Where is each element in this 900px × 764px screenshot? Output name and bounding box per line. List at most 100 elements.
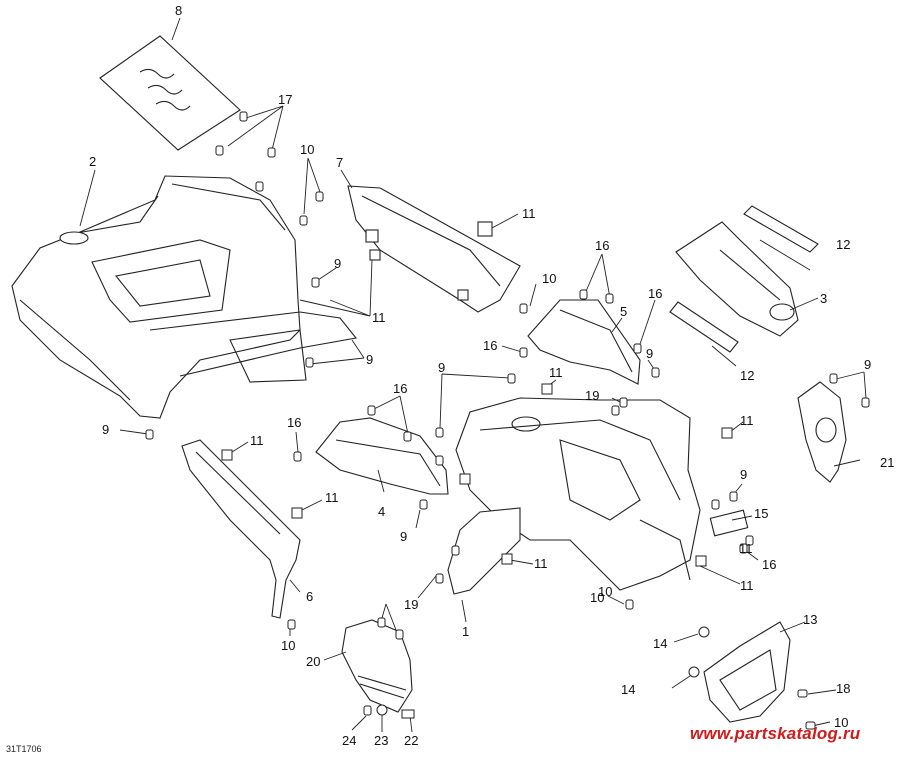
clip-icon xyxy=(459,473,471,485)
screw-icon xyxy=(797,689,808,698)
screw-icon xyxy=(255,181,264,192)
clip-icon xyxy=(541,383,553,395)
callout-label: 9 xyxy=(646,346,653,361)
screw-icon xyxy=(829,373,838,384)
fasteners xyxy=(145,111,870,730)
part-number-plate xyxy=(703,621,791,723)
callout-label: 17 xyxy=(278,92,292,107)
callout-label: 18 xyxy=(836,681,850,696)
screw-icon xyxy=(507,373,516,384)
screw-icon xyxy=(419,499,428,510)
nut-icon xyxy=(376,704,388,716)
callout-label: 10 xyxy=(542,271,556,286)
callout-label: 11 xyxy=(739,541,753,556)
callout-label: 11 xyxy=(372,310,386,325)
screw-icon xyxy=(363,705,372,716)
screw-icon xyxy=(267,147,276,158)
part-front-fender xyxy=(447,507,521,595)
callout-label: 20 xyxy=(306,654,320,669)
screw-icon xyxy=(435,573,444,584)
callout-label: 9 xyxy=(102,422,109,437)
clip-icon xyxy=(221,449,233,461)
callout-label: 10 xyxy=(281,638,295,653)
screw-icon xyxy=(377,617,386,628)
screw-icon xyxy=(805,721,816,730)
callout-label: 16 xyxy=(762,557,776,572)
screw-icon xyxy=(861,397,870,408)
part-right-bracket xyxy=(797,381,847,483)
callout-label: 10 xyxy=(598,584,612,599)
screw-icon xyxy=(519,303,528,314)
diagram-code: 31T1706 xyxy=(6,744,42,754)
callout-label: 21 xyxy=(880,455,894,470)
clip-icon xyxy=(501,553,513,565)
callout-label: 10 xyxy=(590,590,604,605)
screw-icon xyxy=(395,629,404,640)
callout-label: 16 xyxy=(393,381,407,396)
callout-label: 11 xyxy=(522,206,536,221)
callout-label: 3 xyxy=(820,291,827,306)
part-plate xyxy=(709,509,749,537)
screw-icon xyxy=(451,545,460,556)
callout-label: 16 xyxy=(595,238,609,253)
callout-label: 4 xyxy=(378,504,385,519)
callout-label: 9 xyxy=(400,529,407,544)
callout-label: 11 xyxy=(250,433,264,448)
screw-icon xyxy=(435,427,444,438)
callout-label: 24 xyxy=(342,733,356,748)
callout-label: 19 xyxy=(585,388,599,403)
callout-label: 9 xyxy=(366,352,373,367)
screw-icon xyxy=(579,289,588,300)
callout-label: 9 xyxy=(438,360,445,375)
screw-icon xyxy=(611,405,620,416)
parts-drawings xyxy=(11,35,847,723)
screw-icon xyxy=(745,535,754,546)
screw-icon xyxy=(287,619,296,630)
callout-label: 10 xyxy=(300,142,314,157)
part-decal-sheet xyxy=(99,35,241,151)
callout-label: 14 xyxy=(621,682,635,697)
callout-label: 6 xyxy=(306,589,313,604)
screw-icon xyxy=(145,429,154,440)
callout-label: 10 xyxy=(834,715,848,730)
callout-label: 12 xyxy=(740,368,754,383)
callout-label: 12 xyxy=(836,237,850,252)
callout-label: 5 xyxy=(620,304,627,319)
callout-labels: 8 17 2 10 7 11 9 11 9 10 16 5 16 16 9 12… xyxy=(89,3,894,748)
screw-icon xyxy=(651,367,660,378)
part-trim-strip-upper xyxy=(743,205,819,253)
part-clip-rail xyxy=(369,221,493,261)
screw-icon xyxy=(311,277,320,288)
nut-icon xyxy=(401,709,415,719)
callout-label: 8 xyxy=(175,3,182,18)
screw-icon xyxy=(299,215,308,226)
screw-icon xyxy=(519,347,528,358)
callout-label: 11 xyxy=(325,490,339,505)
screw-icon xyxy=(435,455,444,466)
screw-icon xyxy=(711,499,720,510)
screw-icon xyxy=(315,191,324,202)
clip-icon xyxy=(291,507,303,519)
callout-label: 16 xyxy=(287,415,301,430)
callout-label: 15 xyxy=(754,506,768,521)
callout-label: 23 xyxy=(374,733,388,748)
callout-label: 19 xyxy=(404,597,418,612)
callout-label: 2 xyxy=(89,154,96,169)
part-lower-guard xyxy=(341,619,413,713)
callout-label: 13 xyxy=(803,612,817,627)
clip-icon xyxy=(695,555,707,567)
part-side-panel-small xyxy=(527,299,641,385)
callout-label: 11 xyxy=(740,578,754,593)
nut-icon xyxy=(688,666,700,678)
callout-label: 1 xyxy=(462,624,469,639)
part-inner-panel xyxy=(315,417,449,495)
callout-label: 11 xyxy=(740,413,754,428)
callout-label: 9 xyxy=(334,256,341,271)
callout-label: 7 xyxy=(336,155,343,170)
callout-label: 16 xyxy=(648,286,662,301)
callout-label: 11 xyxy=(549,365,563,380)
leader-lines xyxy=(79,17,867,733)
callout-label: 14 xyxy=(653,636,667,651)
screw-icon xyxy=(633,343,642,354)
screw-icon xyxy=(239,111,248,122)
